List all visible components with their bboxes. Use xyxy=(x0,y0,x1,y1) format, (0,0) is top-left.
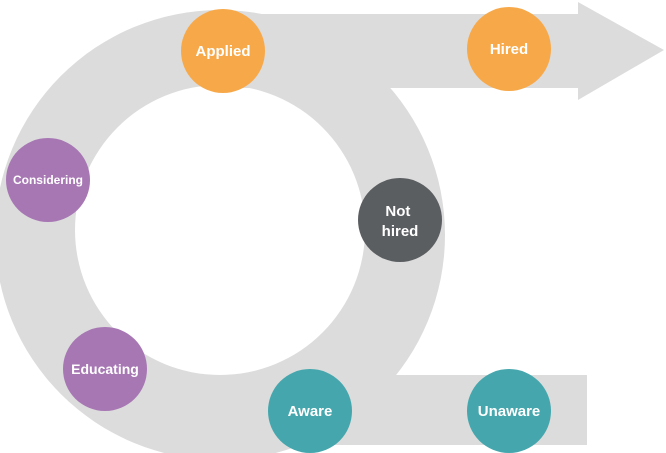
stage-considering: Considering xyxy=(6,138,90,222)
stage-aware-circle xyxy=(268,369,352,453)
stage-hired: Hired xyxy=(467,7,551,91)
stage-aware-label: Aware xyxy=(288,403,333,420)
stage-unaware: Unaware xyxy=(467,369,551,453)
stage-applied-circle xyxy=(181,9,265,93)
stage-aware: Aware xyxy=(268,369,352,453)
stage-hired-label: Hired xyxy=(490,41,528,58)
journey-stages: Unaware Aware Educating Considering Appl xyxy=(6,7,551,453)
stage-educating-circle xyxy=(63,327,147,411)
stage-considering-label: Considering xyxy=(13,173,83,187)
stage-hired-circle xyxy=(467,7,551,91)
stage-unaware-circle xyxy=(467,369,551,453)
stage-applied-label: Applied xyxy=(196,43,251,60)
stage-considering-circle xyxy=(6,138,90,222)
stage-not-hired-circle xyxy=(358,178,442,262)
stage-unaware-label: Unaware xyxy=(478,403,541,420)
track-top-arrow xyxy=(220,2,664,100)
stage-applied: Applied xyxy=(181,9,265,93)
stage-not-hired: Not hired xyxy=(358,178,442,262)
stage-not-hired-label: Not hired xyxy=(382,203,419,240)
stage-educating-label: Educating xyxy=(71,361,139,377)
stage-educating: Educating xyxy=(63,327,147,411)
